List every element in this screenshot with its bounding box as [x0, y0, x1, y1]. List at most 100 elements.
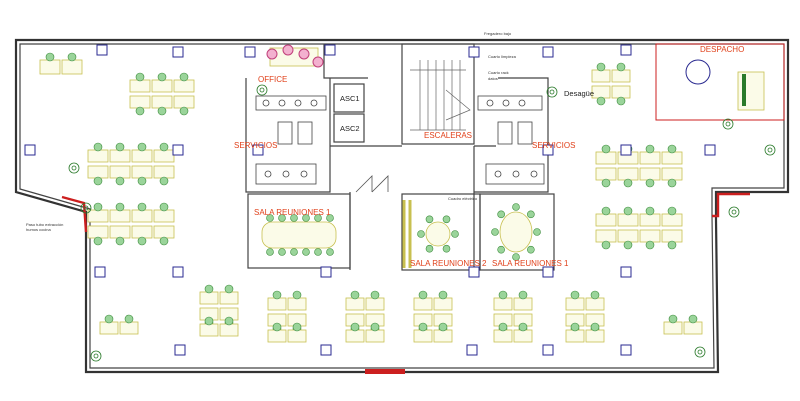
meeting-chair	[491, 228, 499, 236]
plant	[697, 349, 703, 355]
desk	[61, 59, 83, 75]
structural-column	[468, 46, 480, 58]
chair	[518, 290, 528, 300]
structural-column	[620, 144, 632, 156]
chair	[292, 322, 302, 332]
chair	[137, 202, 147, 212]
desk	[639, 229, 661, 243]
meeting-room-1-walls	[247, 193, 351, 269]
desk	[617, 229, 639, 243]
chair	[115, 236, 125, 246]
label-despacho: DESPACHO	[700, 45, 744, 54]
desk	[413, 297, 433, 311]
structural-column	[620, 44, 632, 56]
desk	[219, 323, 239, 337]
plant	[694, 346, 706, 358]
chair	[93, 176, 103, 186]
plant	[93, 353, 99, 359]
chair	[224, 316, 234, 326]
meeting-chair	[290, 248, 298, 256]
plant	[767, 147, 773, 153]
structural-column	[172, 144, 184, 156]
plant	[725, 121, 731, 127]
desk	[151, 95, 173, 109]
chair	[498, 322, 508, 332]
chair	[645, 178, 655, 188]
structural-column	[172, 266, 184, 278]
desk	[131, 209, 153, 223]
desk	[109, 225, 131, 239]
label-escaleras: ESCALERAS	[424, 131, 472, 140]
structural-column	[542, 144, 554, 156]
chair	[570, 322, 580, 332]
desk	[661, 167, 683, 181]
chair	[93, 202, 103, 212]
desk	[413, 329, 433, 343]
plant	[731, 209, 737, 215]
chair	[623, 206, 633, 216]
desk	[151, 79, 173, 93]
desk	[131, 149, 153, 163]
lobby-door	[355, 175, 389, 193]
desk	[345, 329, 365, 343]
structural-column	[172, 46, 184, 58]
workstations	[39, 52, 703, 343]
desk	[87, 225, 109, 239]
label-asc2: ASC2	[340, 124, 360, 133]
desk	[129, 95, 151, 109]
desk	[611, 85, 631, 99]
director-desk	[737, 71, 765, 111]
desk	[493, 297, 513, 311]
chair	[438, 290, 448, 300]
desk	[267, 329, 287, 343]
meeting-table-1	[261, 221, 337, 249]
desk	[153, 209, 175, 223]
structural-column	[24, 144, 36, 156]
chair	[498, 290, 508, 300]
label-sala-reuniones-2: SALA REUNIONES 2	[410, 259, 487, 268]
chair	[590, 322, 600, 332]
label-sala-reuniones-1-right: SALA REUNIONES 1	[492, 259, 569, 268]
room-2-partition	[402, 200, 412, 268]
chair	[518, 322, 528, 332]
chair	[224, 284, 234, 294]
meeting-table-2	[425, 221, 451, 247]
meeting-chair	[278, 214, 286, 222]
plant	[80, 202, 92, 214]
chair	[590, 290, 600, 300]
desk	[287, 329, 307, 343]
meeting-chair	[314, 248, 322, 256]
chair	[137, 236, 147, 246]
plant	[546, 86, 558, 98]
plant	[259, 87, 265, 93]
structural-column	[542, 266, 554, 278]
desk	[99, 321, 119, 335]
chair	[667, 206, 677, 216]
structural-column	[468, 266, 480, 278]
desk	[585, 329, 605, 343]
desk	[595, 229, 617, 243]
desk	[153, 225, 175, 239]
desk	[129, 79, 151, 93]
label-datos: datos	[488, 76, 498, 81]
plant	[83, 205, 89, 211]
desk	[639, 167, 661, 181]
meeting-chair	[302, 248, 310, 256]
chair	[292, 290, 302, 300]
desk	[153, 149, 175, 163]
desk	[663, 321, 683, 335]
label-sala-reuniones-1-top: SALA REUNIONES 1	[254, 208, 331, 217]
chair	[370, 290, 380, 300]
desk	[639, 151, 661, 165]
desk	[365, 297, 385, 311]
meeting-chair	[266, 248, 274, 256]
red-wall-right	[712, 192, 750, 218]
desk	[109, 209, 131, 223]
core-walls	[245, 44, 549, 270]
chair	[204, 316, 214, 326]
desk	[433, 329, 453, 343]
structural-column	[542, 344, 554, 356]
chair	[272, 322, 282, 332]
chair	[667, 144, 677, 154]
meeting-chair	[512, 253, 520, 261]
